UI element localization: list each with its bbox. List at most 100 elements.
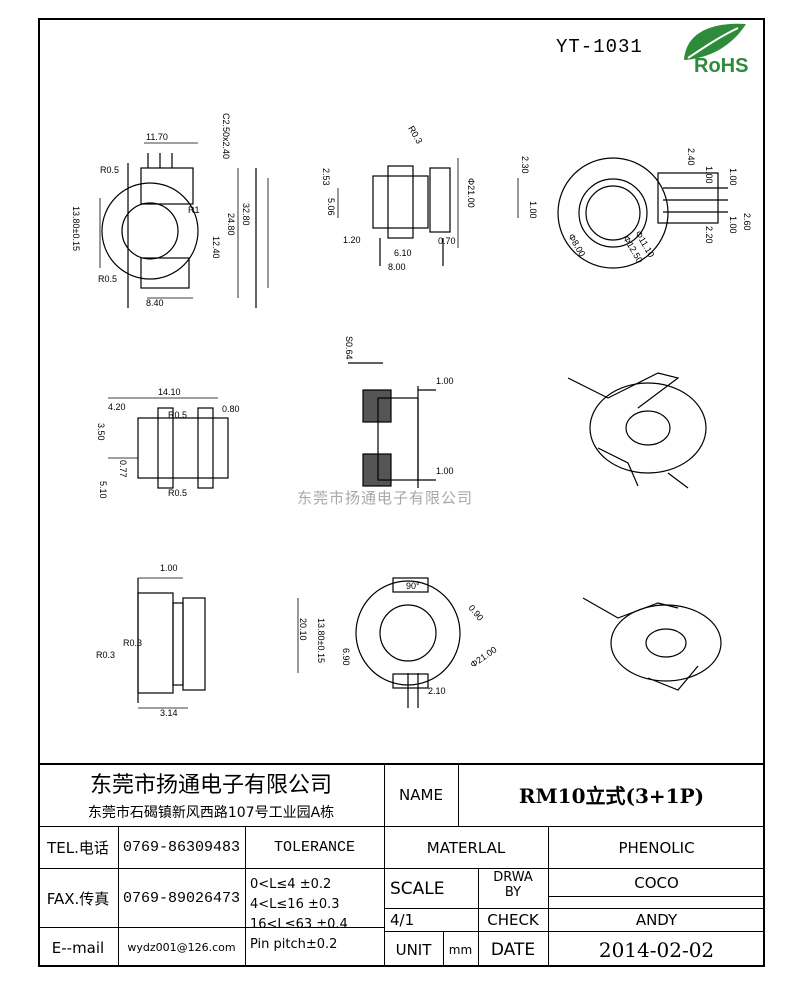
rohs-leaf-icon <box>684 23 746 60</box>
email-label: E--mail <box>51 938 105 957</box>
tolerance-line: 4<L≤16 ±0.3 <box>250 897 340 912</box>
email-value: wydz001@126.com <box>127 941 236 954</box>
check-value: ANDY <box>635 911 678 929</box>
dim-c2-50: C2.50x2.40 <box>221 113 231 159</box>
unit-label: UNIT <box>395 940 432 959</box>
dim-8-40: 8.40 <box>146 298 164 308</box>
side-view <box>337 158 459 266</box>
dim-1-00-a: 1.00 <box>704 166 714 184</box>
tb-top-line <box>38 763 765 765</box>
scale-label: SCALE <box>390 878 445 899</box>
tolerance-label: TOLERANCE <box>273 839 355 856</box>
dim-13-80: 13.80±0.15 <box>71 206 81 251</box>
dim-90deg: 90° <box>406 581 420 591</box>
dim-3-50: 3.50 <box>96 423 106 441</box>
bottom-view-dims: 2.30 2.40 1.00 1.00 2.60 1.00 2.20 Φ8.00… <box>520 148 752 265</box>
name-value: RM10立式(3+1P) <box>518 784 705 808</box>
unit-value: mm <box>448 942 473 957</box>
fax-value: 0769-89026473 <box>122 889 241 907</box>
drawn-value: COCO <box>634 873 679 892</box>
left-view-dims: 14.10 4.20 3.50 R0.5 0.77 R0.5 5.10 0.80 <box>96 387 240 499</box>
dim-2-30: 2.30 <box>520 156 530 174</box>
dim-front-r0-3-b: R0.3 <box>96 650 115 660</box>
dim-phi8: Φ8.00 <box>566 232 587 258</box>
left-view <box>108 397 229 489</box>
company-name: 东莞市扬通电子有限公司 <box>89 773 332 798</box>
top-view-dims: 11.70 C2.50x2.40 R0.5 13.80±0.15 24.80 3… <box>71 113 251 308</box>
scale-value: 4/1 <box>390 911 415 929</box>
dim-3-14: 3.14 <box>160 708 178 718</box>
watermark-text: 东莞市扬通电子有限公司 <box>297 489 474 507</box>
dim-5-10: 5.10 <box>98 481 108 499</box>
tb-row-line-7 <box>548 908 765 909</box>
dim-1-00-b: 1.00 <box>728 168 738 186</box>
side-view-dims: 2.53 R0.3 5.06 Φ21.00 1.20 6.10 0.70 8.0… <box>321 124 476 272</box>
date-value: 2014-02-02 <box>598 937 715 962</box>
tb-row-line-6 <box>548 896 765 897</box>
tolerance-line: 0<L≤4 ±0.2 <box>250 877 332 892</box>
tolerance-table: 0<L≤4 ±0.2 4<L≤16 ±0.3 16<L≤63 ±0.4 Pin … <box>250 875 384 955</box>
technical-drawing: 11.70 C2.50x2.40 R0.5 13.80±0.15 24.80 3… <box>71 113 752 718</box>
dim-0-70: 0.70 <box>438 236 456 246</box>
dim-6-90: 6.90 <box>341 648 351 666</box>
pin-view <box>348 362 436 488</box>
dim-r0-3: R0.3 <box>406 124 424 145</box>
company-address: 东莞市石碣镇新风西路107号工业园A栋 <box>87 805 335 821</box>
dim-8-00: 8.00 <box>388 262 406 272</box>
dim-end-phi21: Φ21.00 <box>468 644 498 669</box>
name-label: NAME <box>399 785 443 804</box>
date-label: DATE <box>490 939 536 960</box>
dim-24-80: 24.80 <box>226 213 236 236</box>
tb-col-line-5 <box>548 826 549 967</box>
fax-label: FAX.传真 <box>46 889 110 908</box>
dim-r0-5-c: R0.5 <box>168 410 187 420</box>
dim-0-80: 0.80 <box>222 404 240 414</box>
dim-pin-1-00-a: 1.00 <box>436 376 454 386</box>
dim-1-00-d: 1.00 <box>528 201 538 219</box>
dim-2-10: 2.10 <box>428 686 446 696</box>
dim-pin-1-00-b: 1.00 <box>436 466 454 476</box>
tb-row-line-2 <box>38 868 765 869</box>
dim-4-20: 4.20 <box>108 402 126 412</box>
tel-value: 0769-86309483 <box>122 839 241 856</box>
dim-front-r0-3-a: R0.3 <box>123 638 142 648</box>
tolerance-line: 16<L≤63 ±0.4 <box>250 917 348 932</box>
front-view <box>137 577 206 709</box>
dim-1-00-c: 1.00 <box>728 216 738 234</box>
dim-12-40: 12.40 <box>211 236 221 259</box>
dim-0-90: 0.90 <box>466 603 485 623</box>
tb-row-line-4 <box>384 931 765 932</box>
dim-front-1-00: 1.00 <box>160 563 178 573</box>
dim-5-06: 5.06 <box>326 198 336 216</box>
tb-col-line-7 <box>478 868 479 967</box>
dim-r0-5-b: R0.5 <box>98 274 117 284</box>
pin-view-dims: S0.64 1.00 1.00 <box>344 336 454 476</box>
part-number: YT-1031 <box>556 36 643 58</box>
dim-s0-64: S0.64 <box>344 336 354 360</box>
end-view <box>297 577 461 708</box>
drawing-frame <box>38 18 765 967</box>
tb-row-line-3 <box>38 927 384 928</box>
tb-col-line-4 <box>245 826 246 967</box>
bottom-view <box>517 157 728 269</box>
top-view <box>99 142 269 308</box>
tb-row-line-5 <box>384 908 548 909</box>
tb-col-line-1 <box>384 763 385 967</box>
material-value: PHENOLIC <box>618 838 695 857</box>
drawn-label-2: BY <box>504 884 522 900</box>
dim-r0-5-a: R0.5 <box>100 165 119 175</box>
tb-col-line-3 <box>118 826 119 967</box>
drawn-label-1: DRWA <box>493 869 533 885</box>
tb-col-line-6 <box>443 931 444 967</box>
material-label: MATERLAL <box>426 838 506 857</box>
tolerance-line: Pin pitch±0.2 <box>250 937 338 952</box>
dim-2-40: 2.40 <box>686 148 696 166</box>
rohs-logo-text: RoHS <box>694 55 749 77</box>
dim-phi21: Φ21.00 <box>466 178 476 208</box>
dim-2-60: 2.60 <box>742 213 752 231</box>
dim-0-77: 0.77 <box>118 460 128 478</box>
tb-row-line-1 <box>38 826 765 827</box>
dim-6-10: 6.10 <box>394 248 412 258</box>
iso-view-1 <box>567 372 707 489</box>
dim-r0-5-d: R0.5 <box>168 488 187 498</box>
